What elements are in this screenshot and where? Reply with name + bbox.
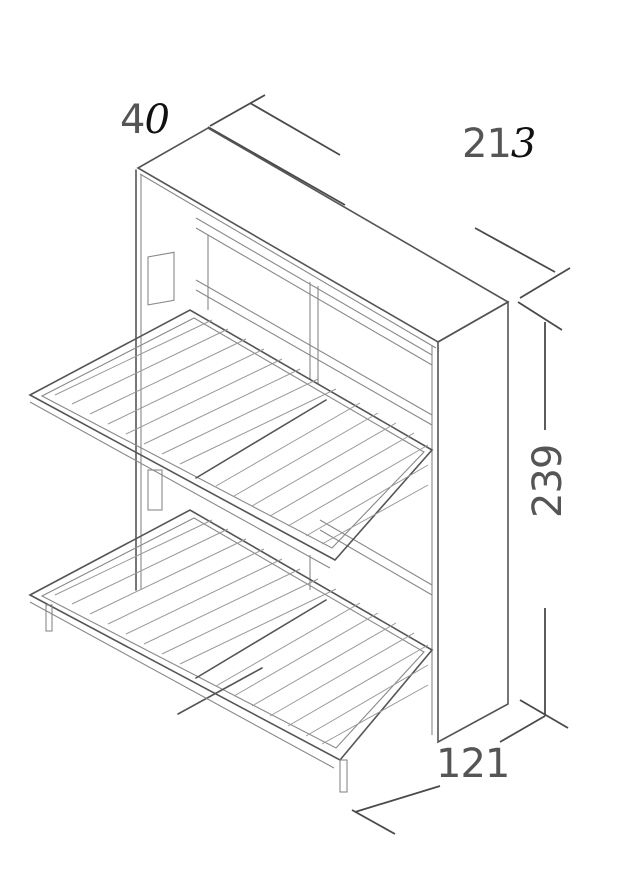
- cabinet: [135, 127, 510, 744]
- bed-projection-dimension-label: 121: [436, 741, 510, 787]
- depth-dimension-label: 40: [120, 97, 170, 143]
- upper-bed: [28, 309, 434, 569]
- lower-bed: [28, 509, 434, 793]
- dimension-lines: [207, 94, 571, 835]
- width-dimension-label: 213: [462, 121, 536, 167]
- height-dimension-label: 239: [525, 444, 571, 518]
